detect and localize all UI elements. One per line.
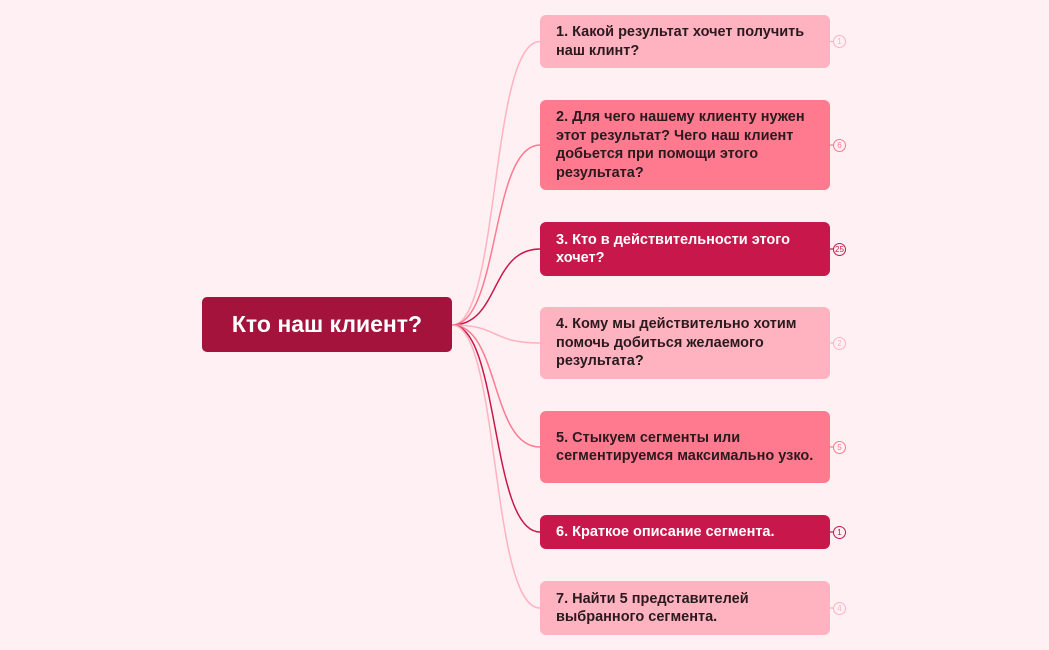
collapsed-children-count-badge[interactable]: 4 [833,601,846,615]
connector-line [451,324,541,533]
subtopic-label: 4. Кому мы действительно хотим помочь до… [556,316,797,370]
subtopic-label: 2. Для чего нашему клиенту нужен этот ре… [556,109,805,181]
collapsed-children-count-badge[interactable]: 6 [833,138,846,152]
subtopic-label: 6. Краткое описание сегмента. [556,523,775,540]
collapsed-children-count-badge[interactable]: 2 [833,336,846,350]
subtopic-node[interactable]: 4. Кому мы действительно хотим помочь до… [540,307,830,379]
connector-line [451,324,541,344]
subtopic-label: 1. Какой результат хочет получить наш кл… [556,24,805,59]
connector-line [451,324,541,609]
subtopic-label: 3. Кто в действительности этого хочет? [556,231,790,267]
subtopic-node[interactable]: 3. Кто в действительности этого хочет? [540,222,830,276]
subtopic-node[interactable]: 7. Найти 5 представителей выбранного сег… [540,581,830,635]
collapsed-children-count-badge[interactable]: 1 [833,35,846,48]
subtopic-node[interactable]: 2. Для чего нашему клиенту нужен этот ре… [540,100,830,190]
connector-line [451,40,541,326]
collapsed-children-count-badge[interactable]: 1 [833,525,846,539]
connector-line [451,144,541,326]
collapsed-children-count-badge[interactable]: 25 [833,242,846,256]
root-topic-label: Кто наш клиент? [231,311,423,337]
subtopic-node[interactable]: 6. Краткое описание сегмента. [540,515,830,549]
connector-line [451,324,541,448]
subtopic-node[interactable]: 1. Какой результат хочет получить наш кл… [540,15,830,68]
root-topic[interactable]: Кто наш клиент? [202,297,452,352]
connector-line [451,248,541,326]
collapsed-children-count-badge[interactable]: 5 [833,440,846,454]
subtopic-label: 7. Найти 5 представителей выбранного сег… [556,590,749,626]
subtopic-node[interactable]: 5. Стыкуем сегменты или сегментируемся м… [540,411,830,483]
subtopic-label: 5. Стыкуем сегменты или сегментируемся м… [556,429,814,465]
